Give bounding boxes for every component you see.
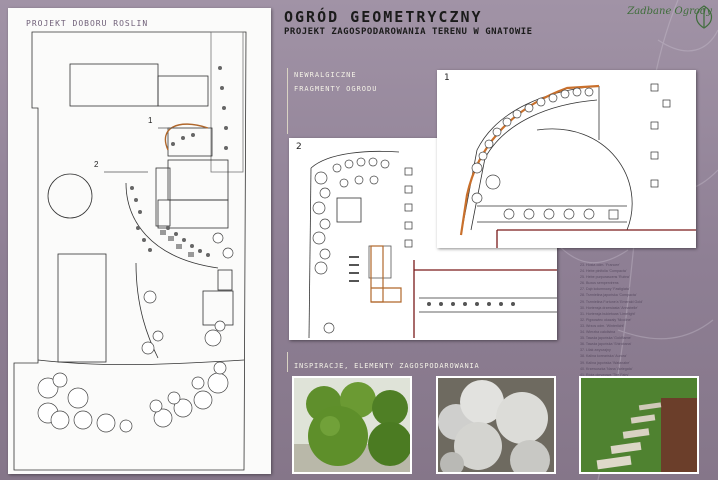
inspirations-section-title: INSPIRACJE, ELEMENTY ZAGOSPODAROWANIA [294, 362, 480, 370]
plan-marker-2: 2 [94, 160, 99, 169]
photo-boxwood-balls [292, 376, 412, 474]
company-logo: Zadbane Ogrody [620, 2, 716, 30]
sheet-title: PROJEKT DOBORU ROSLIN [26, 19, 149, 28]
fragments-section-title: NEWRALGICZNE FRAGMENTY OGRODU [294, 71, 378, 93]
legend-item: 25. Hebe purpurascens 'Rubra' [580, 275, 630, 280]
legend-item: 39. Kalina japońska 'Watanabe' [580, 360, 630, 365]
page-subtitle: PROJEKT ZAGOSPODAROWANIA TERENU W GNATOW… [284, 27, 533, 37]
fragment-1-drawing [459, 83, 696, 248]
legend-item: 36. Tawuła japońska 'Shirobana' [580, 342, 632, 347]
fragment-2-drawing [308, 150, 557, 339]
stepping-stones-image [581, 378, 697, 472]
fragment-1-panel: 1 [437, 70, 696, 248]
photo-stone-spheres [436, 376, 556, 474]
legend-item: 27. Dąb kolumnowy 'Fastigiata' [580, 287, 630, 292]
page-title: OGRÓD GEOMETRYCZNY [284, 8, 483, 26]
legend-item: 34. Wierzba całolistna [580, 330, 616, 335]
legend-item: 28. Trzmielina japońska 'Compacta' [580, 293, 637, 298]
leaf-logo-icon [695, 5, 713, 29]
legend-item: 24. Hebe pinifolia 'Compacta' [580, 269, 627, 274]
plant-plan-sheet: PROJEKT DOBORU ROSLIN [8, 8, 271, 474]
legend-item: 40. Krzewuszka 'Nana Variegata' [580, 366, 633, 371]
legend-item: 23. Hosta odm. 'Francee' [580, 263, 620, 267]
site-plan-drawing [13, 31, 247, 471]
logo-text: Zadbane Ogrody [627, 6, 712, 17]
plan-marker-1: 1 [148, 116, 153, 125]
legend-item: 33. Wrzos odm. 'Winterlicht' [580, 323, 625, 328]
legend-item: 35. Tawuła japońska 'Goldflame' [580, 336, 632, 341]
legend-item: 26. Buxus sempervirens [580, 281, 619, 286]
legend-item: 30. Hortensja drzewiasta 'Annabelle' [580, 305, 638, 310]
plant-legend: 23. Hosta odm. 'Francee' 24. Hebe pinifo… [580, 262, 714, 384]
legend-item: 32. Pigwowiec okazały 'Nicoline' [580, 317, 632, 322]
stone-spheres-image [438, 378, 554, 472]
fragment-2-number: 2 [296, 142, 302, 152]
section-divider [287, 352, 288, 372]
photo-stepping-stones [579, 376, 699, 474]
boxwood-image [294, 378, 410, 472]
legend-item: 37. Lilak zwyczajny [580, 348, 611, 353]
section-divider [287, 68, 288, 134]
fragment-1-number: 1 [444, 73, 450, 83]
legend-item: 41. Róża okrywowa 'The Fairy' [580, 372, 629, 377]
legend-item: 29. Trzmielina Fortune'a 'Emerald Gold' [580, 299, 643, 304]
legend-item: 38. Kalina koreańska 'Aurora' [580, 354, 627, 359]
legend-item: 31. Hortensja bukietowa 'Limelight' [580, 311, 636, 316]
